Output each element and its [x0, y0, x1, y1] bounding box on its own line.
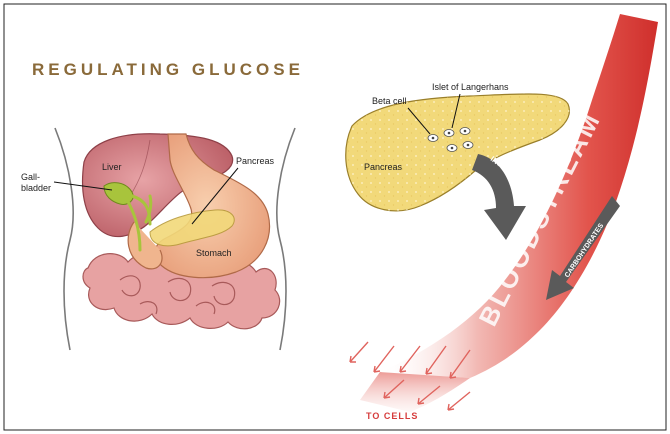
gallbladder-label-1: Gall- [21, 172, 40, 182]
gallbladder-label-2: bladder [21, 183, 51, 193]
pancreas-body-label: Pancreas [236, 156, 275, 166]
to-cells-label: TO CELLS [366, 411, 418, 421]
islet-label: Islet of Langerhans [432, 82, 509, 92]
liver-label: Liver [102, 162, 122, 172]
diagram-title: REGULATING GLUCOSE [32, 60, 304, 79]
pancreas-detail-label: Pancreas [364, 162, 403, 172]
beta-cell-label: Beta cell [372, 96, 407, 106]
stomach-label: Stomach [196, 248, 232, 258]
